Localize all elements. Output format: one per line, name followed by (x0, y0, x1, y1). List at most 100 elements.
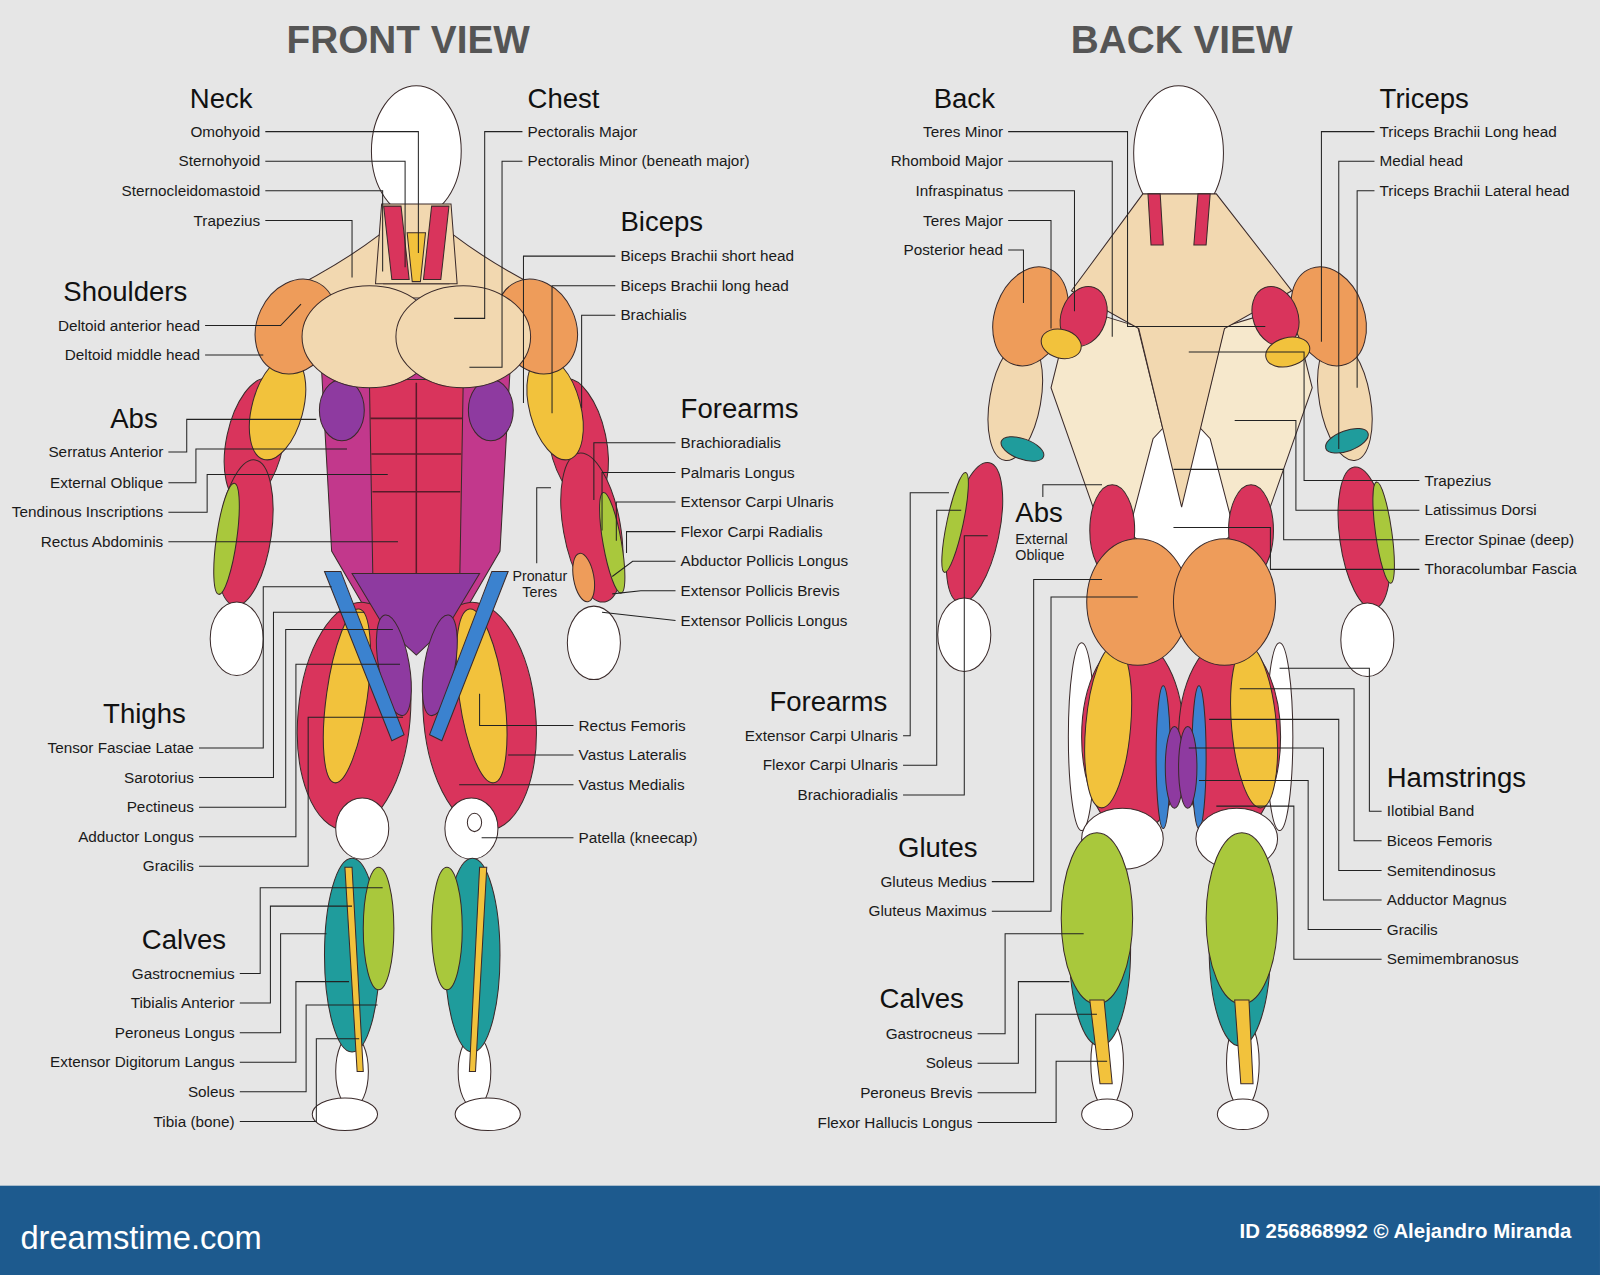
muscle-label: Gluteus Medius (880, 872, 986, 890)
leader-line (627, 532, 676, 553)
muscle-label: Omohyoid (190, 122, 260, 140)
leader-line (469, 161, 522, 367)
muscle-label: Deltoid anterior head (58, 316, 200, 334)
muscle-label: Ilotibial Band (1387, 802, 1475, 820)
leader-line (265, 220, 352, 277)
muscle-shape (336, 798, 389, 859)
muscle-shape (371, 86, 461, 217)
group-heading: Triceps (1380, 82, 1469, 115)
group-heading: Hamstrings (1387, 761, 1526, 794)
muscle-label: Extensor Carpi Ulnaris (745, 727, 898, 745)
muscle-shape (594, 491, 630, 595)
leader-line (903, 536, 988, 795)
leader-line (240, 934, 327, 1033)
leader-line (199, 587, 332, 748)
muscle-label: Extensor Carpi Ulnaris (681, 493, 834, 511)
leader-line (240, 1039, 359, 1122)
muscle-label: Soleus (188, 1083, 235, 1101)
group-heading: Shoulders (63, 275, 187, 308)
muscle-shape (1148, 194, 1163, 245)
muscle-label: Medial head (1380, 152, 1463, 170)
muscle-label: Trapezius (1424, 471, 1491, 489)
muscle-shape (430, 571, 509, 740)
leader-line (1173, 469, 1419, 539)
muscle-label: Tibialis Anterior (131, 994, 235, 1012)
muscle-shape (569, 552, 598, 604)
muscle-shape (312, 1098, 377, 1131)
leader-line (1357, 191, 1374, 388)
muscle-shape (1061, 833, 1132, 1004)
muscle-label: Extensor Pollicis Brevis (681, 582, 840, 600)
leader-line (1008, 250, 1023, 303)
muscle-label: Infraspinatus (915, 182, 1003, 200)
leader-line (240, 1005, 378, 1092)
muscle-label: Pectoralis Major (528, 122, 638, 140)
muscle-shape (1368, 481, 1398, 584)
muscle-label: Latissimus Dorsi (1424, 501, 1536, 519)
muscle-label: Trapezius (194, 211, 261, 229)
muscle-shape (998, 432, 1047, 467)
leader-line (582, 315, 616, 408)
muscle-shape (1235, 1000, 1253, 1084)
leader-line (594, 443, 676, 500)
leader-line (523, 256, 615, 403)
muscle-label: Sternocleidomastoid (122, 182, 261, 200)
muscle-shape (363, 867, 394, 989)
leader-line (1008, 191, 1074, 311)
muscle-label: Deltoid middle head (65, 346, 200, 364)
leader-line (978, 1061, 1108, 1122)
muscle-shape (1341, 603, 1394, 676)
muscle-label: Peroneus Longus (115, 1023, 235, 1041)
muscle-label: Pectineus (127, 798, 194, 816)
muscle-shape (315, 606, 380, 785)
leader-line (616, 502, 675, 541)
leader-line (265, 132, 418, 253)
group-heading: Forearms (681, 393, 799, 426)
muscle-label: Sternohyoid (179, 152, 261, 170)
leader-line (1240, 689, 1382, 841)
muscle-label: Peroneus Brevis (860, 1084, 972, 1102)
leader-line (459, 784, 573, 785)
leader-line (168, 541, 398, 542)
muscle-label: Triceps Brachii Long head (1380, 122, 1557, 140)
group-heading: Chest (528, 82, 600, 115)
group-heading: Glutes (898, 831, 978, 864)
muscle-label: Gracilis (1387, 920, 1438, 938)
muscle-shape (210, 602, 263, 675)
footer-band (0, 1186, 1600, 1275)
leader-line (265, 161, 405, 267)
group-heading: Calves (880, 982, 964, 1015)
muscle-label: Rectus Femoris (579, 716, 686, 734)
muscle-shape (468, 380, 513, 441)
leader-line (199, 717, 403, 866)
site-credit: dreamstime.com (20, 1218, 261, 1257)
leader-line (508, 755, 573, 756)
leader-line (537, 488, 551, 564)
leader-line (992, 597, 1138, 911)
muscle-label: Gastrocneus (886, 1024, 973, 1042)
group-heading: Biceps (620, 206, 703, 239)
muscle-label: Brachioradialis (798, 786, 898, 804)
muscle-shape (1217, 1099, 1268, 1130)
muscle-shape (1322, 424, 1371, 459)
muscle-shape (208, 456, 281, 609)
leader-line (903, 510, 961, 765)
muscle-label: Brachioradialis (681, 434, 781, 452)
muscle-label: Tendinous Inscriptions (12, 503, 163, 521)
view-title: FRONT VIEW (286, 18, 529, 65)
muscle-label: Adductor Longus (78, 828, 194, 846)
leader-line (1173, 528, 1419, 570)
leader-line (1280, 668, 1382, 811)
body-figures (208, 86, 1398, 1131)
group-heading: Back (934, 82, 995, 115)
leader-line (602, 612, 675, 620)
muscle-shape (1179, 727, 1197, 809)
leader-line (454, 132, 522, 319)
muscle-label: Biceos Femoris (1387, 832, 1492, 850)
muscle-label: Vastus Lateralis (579, 746, 687, 764)
view-title: BACK VIEW (1071, 18, 1293, 65)
muscle-shape (1173, 539, 1275, 666)
muscle-shape (445, 798, 498, 859)
leader-line (992, 580, 1102, 882)
muscle-shape (352, 573, 480, 655)
